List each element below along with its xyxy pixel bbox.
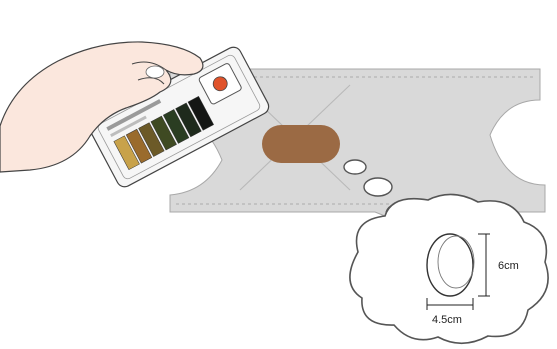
stain-patch bbox=[262, 125, 340, 163]
height-label: 6cm bbox=[498, 260, 519, 272]
thumbnail bbox=[146, 66, 164, 78]
width-label: 4.5cm bbox=[432, 314, 462, 326]
